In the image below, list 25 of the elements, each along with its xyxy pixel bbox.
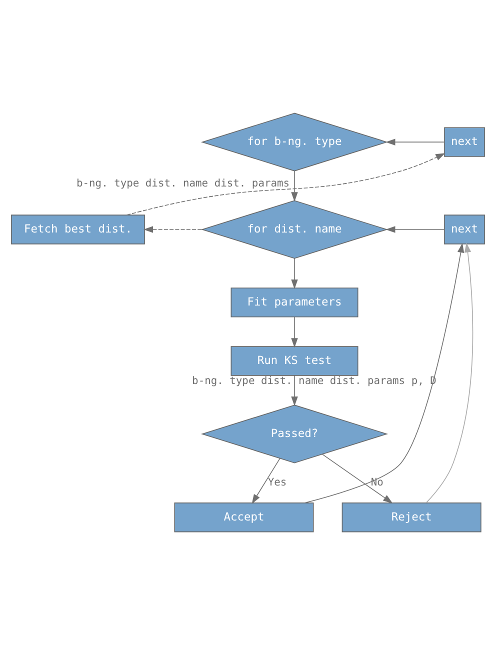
node-box: next	[444, 127, 485, 157]
node-box: Run KS test	[230, 346, 358, 376]
arrow	[143, 226, 203, 233]
node-diamond: Passed?	[200, 404, 388, 464]
arrow	[126, 153, 446, 216]
arrow	[291, 375, 298, 406]
arrow	[291, 258, 298, 290]
edge-label: No	[370, 476, 384, 489]
node-box: Accept	[174, 502, 314, 532]
node-diamond: for b-ng. type	[200, 112, 388, 172]
edge-label: b-ng. type dist. name dist. params	[76, 177, 290, 190]
arrow	[322, 454, 393, 504]
arrow	[386, 226, 445, 233]
arrow	[304, 243, 464, 504]
node-box: next	[444, 214, 485, 244]
node-box: Reject	[342, 502, 482, 532]
edge-label: Yes	[268, 476, 287, 489]
node-box: Fetch best dist.	[11, 214, 145, 244]
arrow	[291, 170, 298, 202]
node-box: Fit parameters	[230, 288, 358, 318]
arrow	[291, 316, 298, 348]
arrow	[386, 138, 445, 146]
arrow	[252, 458, 280, 504]
node-diamond: for dist. name	[200, 200, 388, 259]
arrow	[426, 242, 474, 504]
